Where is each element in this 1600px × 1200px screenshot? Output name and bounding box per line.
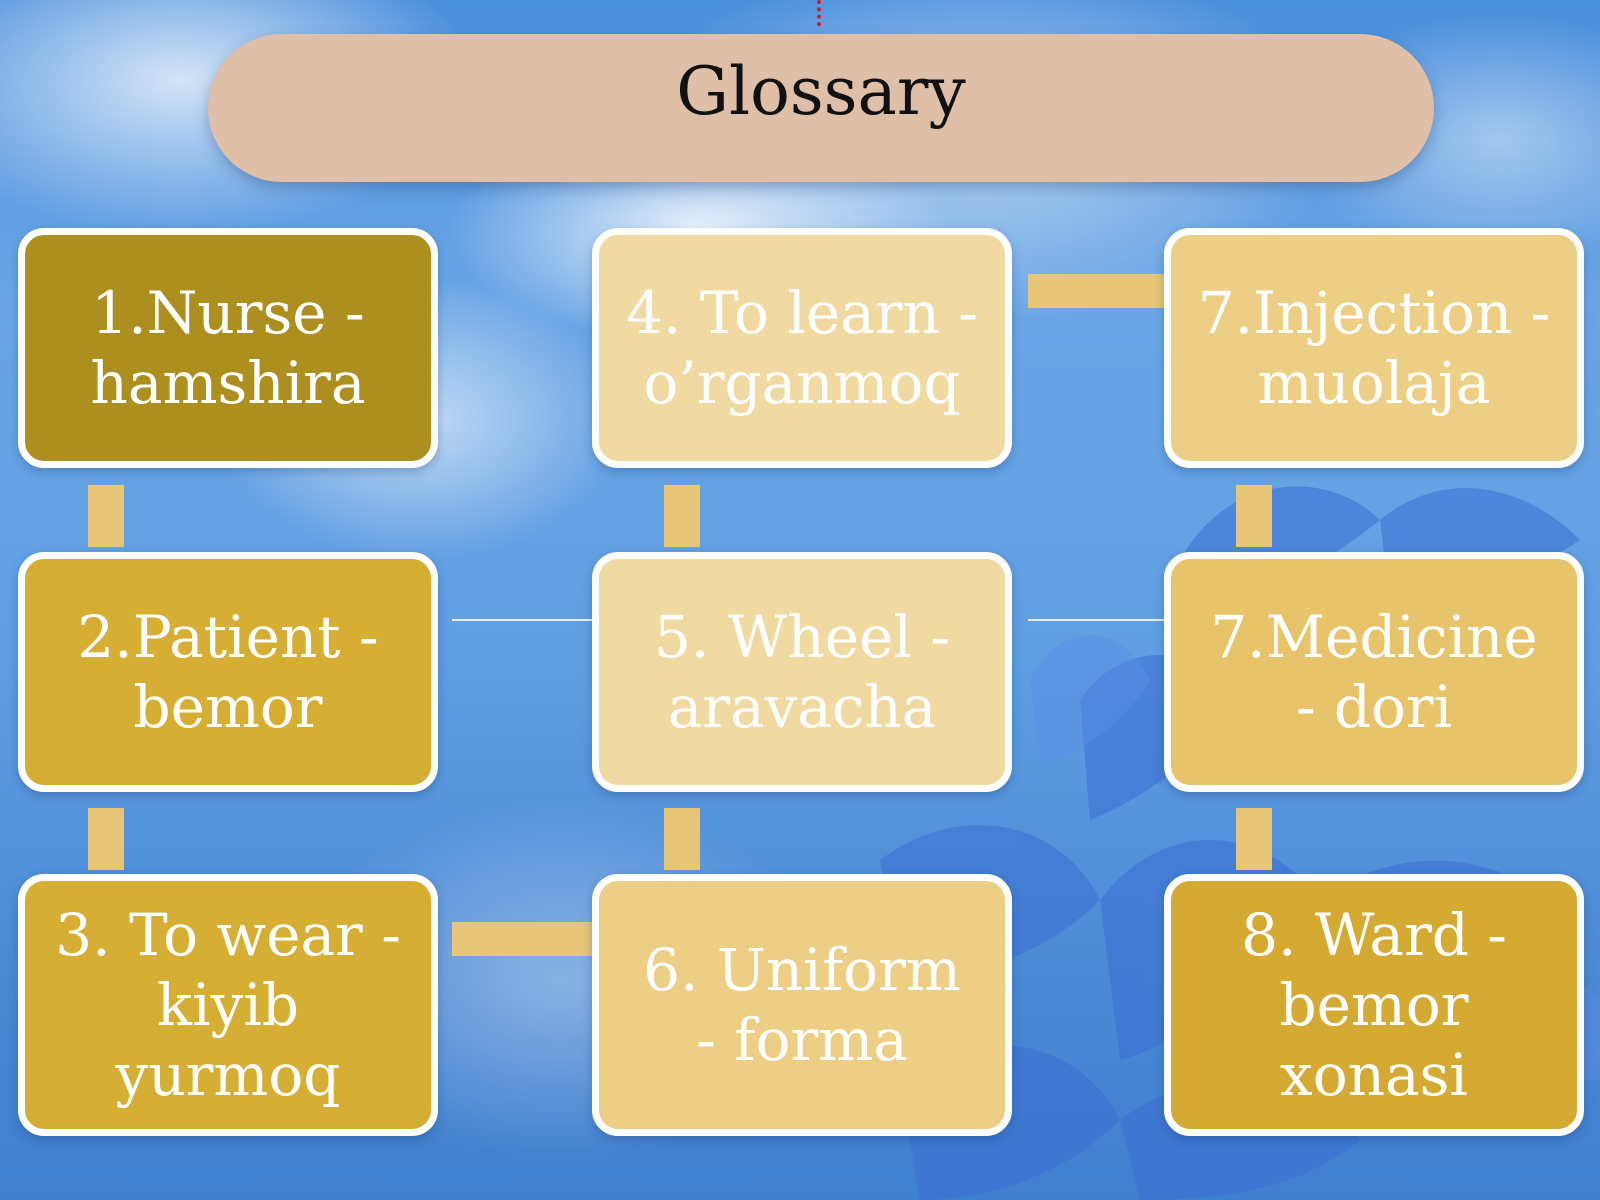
- connector-row2-right: [1028, 619, 1168, 621]
- card-wheel-text: 5. Wheel - aravacha: [654, 602, 950, 742]
- card-line: yurmoq: [115, 1041, 341, 1109]
- card-line: 5. Wheel -: [654, 603, 950, 671]
- card-medicine: 7.Medicine - dori: [1164, 552, 1584, 792]
- card-line: bemor: [133, 673, 323, 741]
- card-line: xonasi: [1280, 1041, 1468, 1109]
- card-line: 2.Patient -: [77, 603, 379, 671]
- card-to-learn-text: 4. To learn - o’rganmoq: [626, 278, 978, 418]
- card-line: hamshira: [90, 349, 366, 417]
- card-line: 3. To wear -: [55, 901, 401, 969]
- card-line: 8. Ward -: [1241, 901, 1507, 969]
- connector-row3-left: [452, 922, 592, 956]
- card-line: muolaja: [1257, 349, 1491, 417]
- card-nurse: 1.Nurse - hamshira: [18, 228, 438, 468]
- card-line: 6. Uniform: [643, 936, 961, 1004]
- card-line: bemor: [1279, 971, 1469, 1039]
- card-to-learn: 4. To learn - o’rganmoq: [592, 228, 1012, 468]
- card-nurse-text: 1.Nurse - hamshira: [91, 278, 366, 418]
- card-line: o’rganmoq: [643, 349, 961, 417]
- card-uniform: 6. Uniform - forma: [592, 874, 1012, 1136]
- card-line: aravacha: [667, 673, 937, 741]
- connector-col3-bottom: [1236, 808, 1272, 870]
- connector-col2-top: [664, 485, 700, 547]
- connector-col1-top: [88, 485, 124, 547]
- card-uniform-text: 6. Uniform - forma: [643, 935, 961, 1075]
- card-line: 1.Nurse -: [91, 279, 365, 347]
- card-line: - forma: [696, 1006, 908, 1074]
- connector-row2-left: [452, 619, 592, 621]
- connector-col2-bottom: [664, 808, 700, 870]
- connector-row1-right: [1028, 274, 1168, 308]
- card-line: 4. To learn -: [626, 279, 978, 347]
- card-patient: 2.Patient - bemor: [18, 552, 438, 792]
- card-line: 7.Injection -: [1197, 279, 1551, 347]
- card-to-wear-text: 3. To wear - kiyib yurmoq: [55, 900, 401, 1110]
- card-line: kiyib: [156, 971, 300, 1039]
- card-wheel: 5. Wheel - aravacha: [592, 552, 1012, 792]
- card-injection: 7.Injection - muolaja: [1164, 228, 1584, 468]
- card-patient-text: 2.Patient - bemor: [77, 602, 378, 742]
- card-ward-text: 8. Ward - bemor xonasi: [1241, 900, 1507, 1110]
- card-to-wear: 3. To wear - kiyib yurmoq: [18, 874, 438, 1136]
- card-injection-text: 7.Injection - muolaja: [1198, 278, 1551, 418]
- page-title: Glossary: [676, 52, 966, 130]
- connector-col1-bottom: [88, 808, 124, 870]
- top-dotted-marker: [817, 0, 825, 26]
- connector-col3-top: [1236, 485, 1272, 547]
- card-medicine-text: 7.Medicine - dori: [1210, 602, 1537, 742]
- title-bar: Glossary: [208, 34, 1434, 182]
- card-line: - dori: [1295, 673, 1453, 741]
- card-ward: 8. Ward - bemor xonasi: [1164, 874, 1584, 1136]
- card-line: 7.Medicine: [1210, 603, 1538, 671]
